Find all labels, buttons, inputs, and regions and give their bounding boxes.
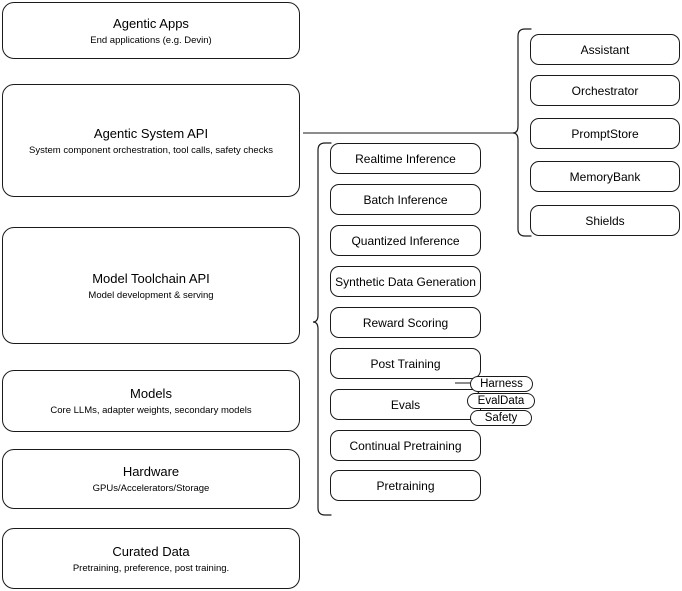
chip-label: Synthetic Data Generation bbox=[335, 274, 476, 289]
stack-layer-agentic-apps[interactable]: Agentic Apps End applications (e.g. Devi… bbox=[2, 2, 300, 59]
toolchain-chip-synthetic-data-generation[interactable]: Synthetic Data Generation bbox=[330, 266, 481, 297]
pill-label: EvalData bbox=[477, 395, 525, 407]
chip-label: Orchestrator bbox=[571, 83, 639, 98]
chip-label: Evals bbox=[390, 397, 421, 412]
toolchain-chip-batch-inference[interactable]: Batch Inference bbox=[330, 184, 481, 215]
layer-title: Hardware bbox=[122, 464, 180, 479]
layer-title: Curated Data bbox=[112, 543, 190, 559]
stack-layer-agentic-system-api[interactable]: Agentic System API System component orch… bbox=[2, 84, 300, 197]
eval-pill-evaldata[interactable]: EvalData bbox=[467, 393, 535, 409]
layer-subtitle: GPUs/Accelerators/Storage bbox=[92, 483, 210, 494]
layer-subtitle: End applications (e.g. Devin) bbox=[90, 34, 212, 46]
chip-label: Reward Scoring bbox=[362, 315, 449, 330]
agentic-chip-shields[interactable]: Shields bbox=[530, 205, 680, 236]
chip-label: Batch Inference bbox=[363, 192, 448, 207]
pill-label: Safety bbox=[484, 412, 518, 424]
stack-layer-model-toolchain-api[interactable]: Model Toolchain API Model development & … bbox=[2, 227, 300, 344]
stack-layer-hardware[interactable]: Hardware GPUs/Accelerators/Storage bbox=[2, 449, 300, 509]
layer-title: Model Toolchain API bbox=[92, 270, 210, 286]
layer-title: Agentic System API bbox=[93, 125, 209, 141]
layer-subtitle: Model development & serving bbox=[88, 289, 214, 301]
pill-label: Harness bbox=[480, 378, 523, 390]
toolchain-chip-reward-scoring[interactable]: Reward Scoring bbox=[330, 307, 481, 338]
toolchain-chip-post-training[interactable]: Post Training bbox=[330, 348, 481, 379]
chip-label: MemoryBank bbox=[569, 169, 641, 184]
toolchain-chip-quantized-inference[interactable]: Quantized Inference bbox=[330, 225, 481, 256]
chip-label: Continual Pretraining bbox=[349, 438, 462, 453]
toolchain-chip-continual-pretraining[interactable]: Continual Pretraining bbox=[330, 430, 481, 461]
agentic-chip-assistant[interactable]: Assistant bbox=[530, 34, 680, 65]
agentic-chip-memorybank[interactable]: MemoryBank bbox=[530, 161, 680, 192]
layer-subtitle: Pretraining, preference, post training. bbox=[72, 562, 230, 574]
chip-label: Realtime Inference bbox=[355, 151, 456, 166]
agentic-chip-orchestrator[interactable]: Orchestrator bbox=[530, 75, 680, 106]
chip-label: PromptStore bbox=[571, 126, 639, 141]
chip-label: Pretraining bbox=[376, 478, 435, 493]
toolchain-chip-realtime-inference[interactable]: Realtime Inference bbox=[330, 143, 481, 174]
layer-subtitle: Core LLMs, adapter weights, secondary mo… bbox=[50, 405, 252, 416]
chip-label: Post Training bbox=[370, 356, 441, 371]
layer-title: Agentic Apps bbox=[113, 15, 189, 31]
eval-pill-harness[interactable]: Harness bbox=[470, 376, 533, 392]
layer-subtitle: System component orchestration, tool cal… bbox=[29, 144, 273, 156]
chip-label: Assistant bbox=[580, 42, 630, 57]
eval-pill-safety[interactable]: Safety bbox=[470, 410, 532, 426]
agentic-chip-promptstore[interactable]: PromptStore bbox=[530, 118, 680, 149]
layer-title: Models bbox=[130, 386, 172, 401]
chip-label: Shields bbox=[585, 213, 625, 228]
stack-layer-curated-data[interactable]: Curated Data Pretraining, preference, po… bbox=[2, 528, 300, 589]
toolchain-chip-evals[interactable]: Evals bbox=[330, 389, 481, 420]
stack-layer-models[interactable]: Models Core LLMs, adapter weights, secon… bbox=[2, 370, 300, 432]
chip-label: Quantized Inference bbox=[351, 233, 460, 248]
toolchain-chip-pretraining[interactable]: Pretraining bbox=[330, 470, 481, 501]
